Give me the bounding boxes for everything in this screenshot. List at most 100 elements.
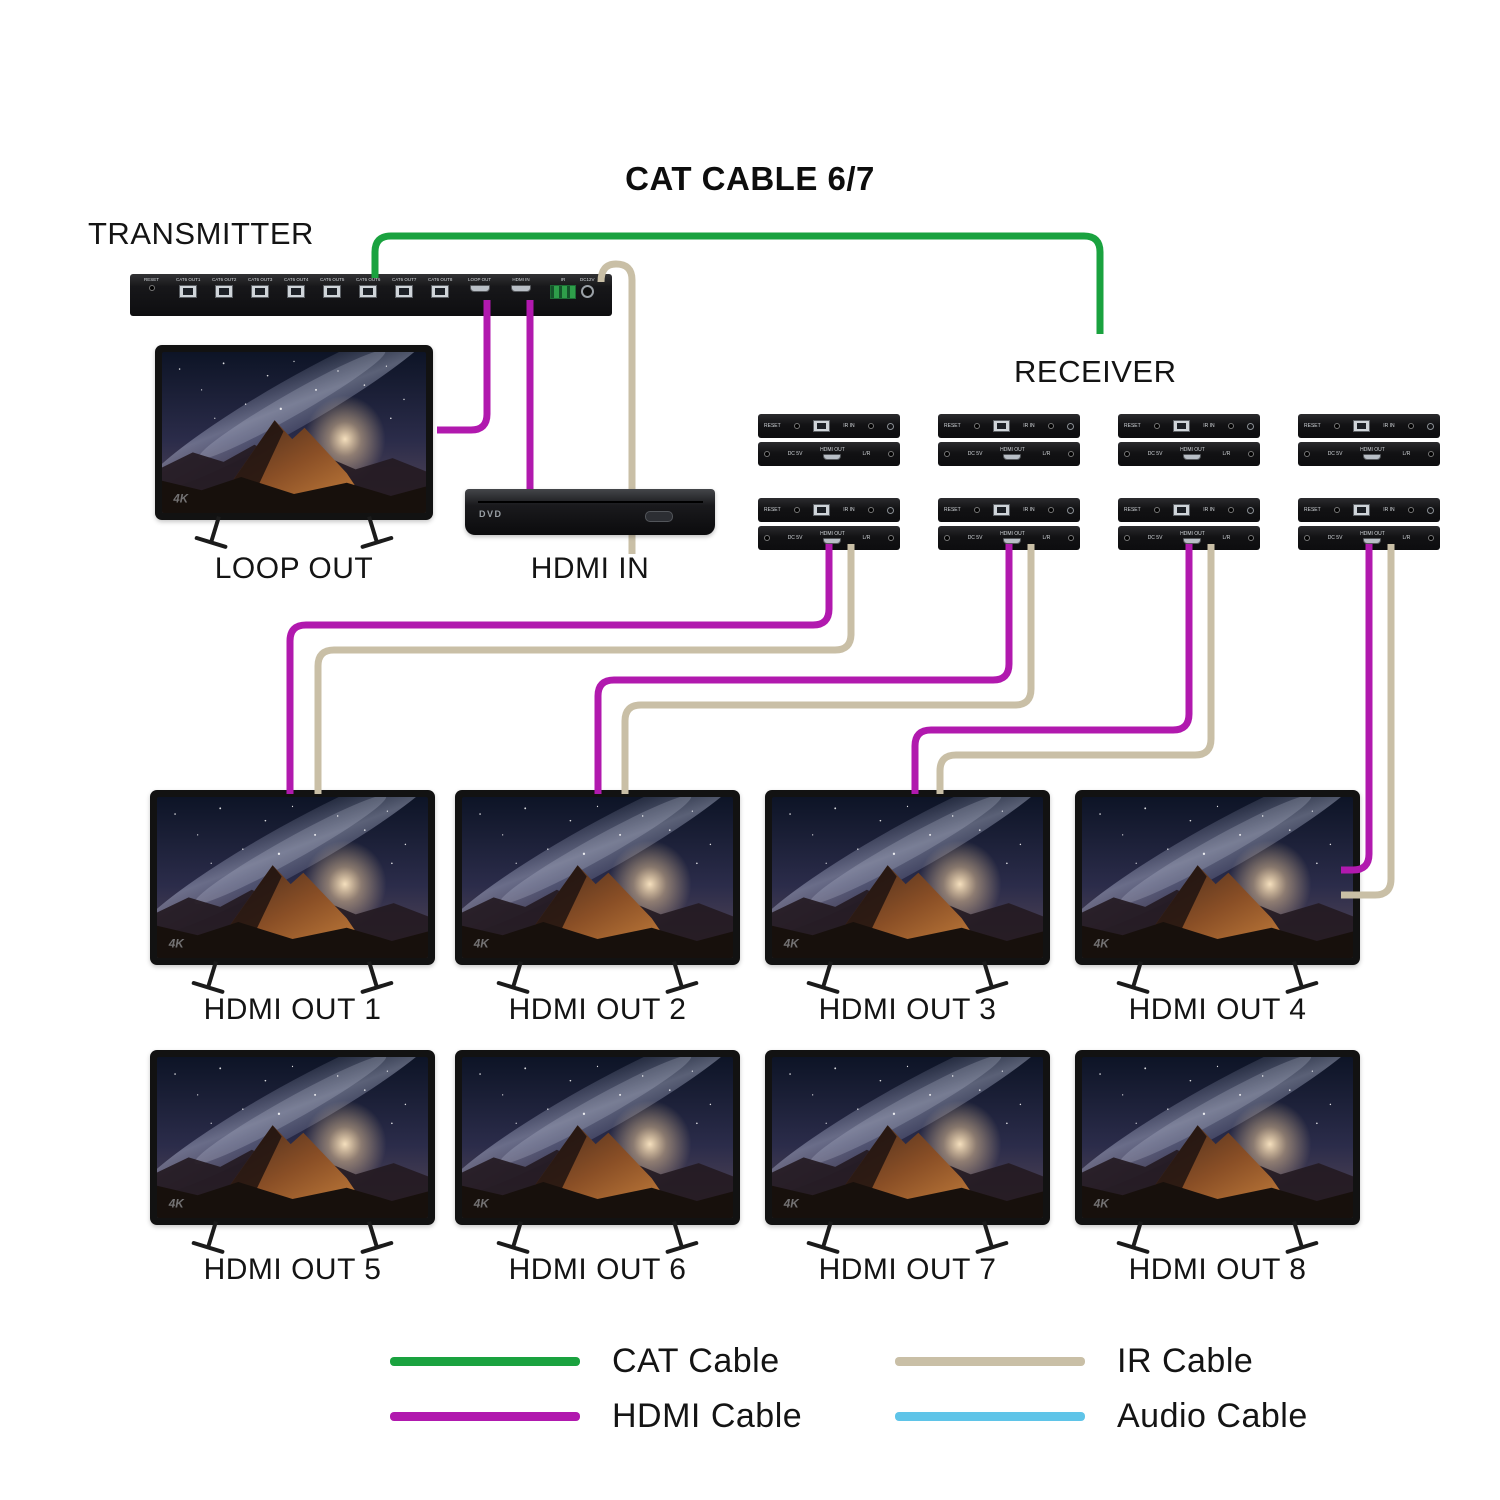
reset-hole bbox=[1333, 423, 1340, 429]
hdmi-out-group: HDMI OUT bbox=[1180, 448, 1205, 460]
player-display bbox=[645, 511, 673, 522]
tv-4k-badge: 4K bbox=[168, 1196, 185, 1210]
legend-item-hdmi: HDMI Cable bbox=[390, 1397, 802, 1435]
lr-jack bbox=[1428, 451, 1434, 457]
lr-jack bbox=[1068, 451, 1074, 457]
cat-out-port: CAT6 OUT6 bbox=[356, 277, 380, 298]
power-led bbox=[1427, 506, 1434, 514]
tv-4k-badge: 4K bbox=[783, 1196, 800, 1210]
receiver-unit: RESET IR IN DC 5V HDMI OUT L/R bbox=[1298, 498, 1440, 550]
hdmi-out-group: HDMI OUT bbox=[1360, 532, 1385, 544]
output-tv-7: 4K bbox=[765, 1050, 1050, 1248]
receiver-ir-in-label: IR IN bbox=[843, 506, 855, 513]
rj45-port bbox=[395, 284, 414, 298]
receiver-ir-in-label: IR IN bbox=[1203, 422, 1215, 429]
receiver-lr-label: L/R bbox=[1222, 534, 1231, 541]
rj45-port bbox=[1173, 504, 1191, 516]
power-led bbox=[1247, 506, 1254, 514]
receiver-front-panel: DC 5V HDMI OUT L/R bbox=[1298, 526, 1440, 550]
tv-4k-badge: 4K bbox=[168, 936, 185, 950]
legend-item-cat: CAT Cable bbox=[390, 1342, 802, 1380]
hdmi-out-group: HDMI OUT bbox=[1180, 532, 1205, 544]
tv-leg-left bbox=[209, 516, 222, 543]
tv-leg-right bbox=[982, 961, 995, 988]
receiver-dc-label: DC 5V bbox=[787, 534, 803, 541]
tv-leg-right bbox=[1292, 961, 1305, 988]
output-tv-4: 4K bbox=[1075, 790, 1360, 988]
receiver-grid: RESET IR IN DC 5V HDMI OUT L/R RESET IR … bbox=[758, 414, 1440, 550]
legend-right-column: IR Cable Audio Cable bbox=[895, 1342, 1308, 1435]
rj45-port bbox=[179, 284, 198, 298]
receiver-unit: RESET IR IN DC 5V HDMI OUT L/R bbox=[1118, 414, 1260, 466]
rj45-port bbox=[1353, 420, 1371, 432]
port-label: CAT6 OUT5 bbox=[320, 277, 345, 282]
cat-out-port: CAT6 OUT1 bbox=[176, 277, 200, 298]
rj45-port bbox=[251, 284, 270, 298]
receiver-hdmi-out-label: HDMI OUT bbox=[1180, 447, 1205, 453]
rj45-port bbox=[431, 284, 450, 298]
tv-frame: 4K bbox=[150, 1050, 435, 1225]
power-led bbox=[887, 506, 894, 514]
tv-leg-right bbox=[366, 516, 379, 543]
tv-frame: 4K bbox=[1075, 1050, 1360, 1225]
receiver-reset-label: RESET bbox=[1304, 506, 1321, 513]
tv-4k-badge: 4K bbox=[1093, 936, 1110, 950]
tv-leg-left bbox=[1130, 961, 1143, 988]
output-tv-1: 4K bbox=[150, 790, 435, 988]
dc-jack bbox=[1304, 451, 1310, 457]
power-led bbox=[887, 422, 894, 430]
output-tv-5: 4K bbox=[150, 1050, 435, 1248]
receiver-reset-label: RESET bbox=[944, 506, 961, 513]
receiver-front-panel: DC 5V HDMI OUT L/R bbox=[938, 526, 1080, 550]
tv-leg-right bbox=[1292, 1221, 1305, 1248]
output-label-1: HDMI OUT 1 bbox=[203, 993, 382, 1026]
tv-4k-badge: 4K bbox=[783, 936, 800, 950]
reset-hole bbox=[1153, 507, 1160, 513]
cat-cable-swatch bbox=[390, 1356, 580, 1366]
hdmi-in-port bbox=[511, 284, 531, 292]
tv-frame: 4K bbox=[455, 1050, 740, 1225]
tv-4k-badge: 4K bbox=[172, 491, 189, 506]
tv-leg-left bbox=[1130, 1221, 1143, 1248]
hdmi-cable-loop-out bbox=[437, 300, 491, 434]
tv-leg-left bbox=[820, 1221, 833, 1248]
port-label: CAT6 OUT3 bbox=[248, 277, 273, 282]
dc-jack bbox=[764, 451, 770, 457]
receiver-ir-in-label: IR IN bbox=[1203, 506, 1215, 513]
tv-screen-image: 4K bbox=[157, 797, 428, 958]
receiver-ir-in-label: IR IN bbox=[1023, 422, 1035, 429]
receiver-rear-panel: RESET IR IN bbox=[1298, 414, 1440, 438]
receiver-dc-label: DC 5V bbox=[967, 450, 983, 457]
receiver-front-panel: DC 5V HDMI OUT L/R bbox=[1118, 526, 1260, 550]
receiver-slot-4: RESET IR IN DC 5V HDMI OUT L/R bbox=[1298, 414, 1440, 466]
hdmi-out-group: HDMI OUT bbox=[1360, 448, 1385, 460]
tv-leg-right bbox=[367, 961, 380, 988]
legend-item-audio: Audio Cable bbox=[895, 1397, 1308, 1435]
tv: 4K bbox=[1075, 1050, 1360, 1248]
port-label: CAT6 OUT2 bbox=[212, 277, 237, 282]
tv-screen-image: 4K bbox=[157, 1057, 428, 1218]
tv-screen-image: 4K bbox=[462, 1057, 733, 1218]
receiver-hdmi-out-label: HDMI OUT bbox=[1360, 531, 1385, 537]
rj45-port bbox=[1353, 504, 1371, 516]
output-tv-8: 4K bbox=[1075, 1050, 1360, 1248]
reset-hole bbox=[148, 284, 155, 291]
port-label: CAT6 OUT8 bbox=[428, 277, 453, 282]
receiver-ir-in-label: IR IN bbox=[843, 422, 855, 429]
receiver-lr-label: L/R bbox=[1042, 534, 1051, 541]
power-led bbox=[1067, 506, 1074, 514]
receiver-slot-2: RESET IR IN DC 5V HDMI OUT L/R bbox=[938, 414, 1080, 466]
output-label-2: HDMI OUT 2 bbox=[508, 993, 687, 1026]
cat-out-port: CAT6 OUT8 bbox=[428, 277, 453, 298]
dvd-logo: DVD bbox=[479, 509, 503, 519]
tv-frame: 4K bbox=[765, 790, 1050, 965]
hdmi-out-port bbox=[1183, 538, 1202, 544]
tv-4k-badge: 4K bbox=[473, 1196, 490, 1210]
tv-screen-image: 4K bbox=[772, 797, 1043, 958]
hdmi-out-port bbox=[823, 454, 842, 460]
ir-in-jack bbox=[1407, 423, 1414, 429]
receiver-slot-1: RESET IR IN DC 5V HDMI OUT L/R bbox=[758, 414, 900, 466]
receiver-rear-panel: RESET IR IN bbox=[1298, 498, 1440, 522]
tv: 4K bbox=[455, 1050, 740, 1248]
tv-leg-right bbox=[672, 1221, 685, 1248]
